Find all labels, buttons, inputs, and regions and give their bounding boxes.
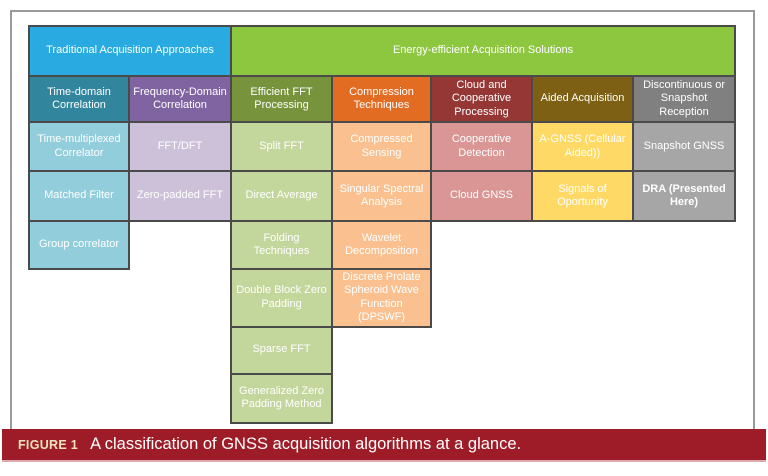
column-header-row: Time-domain Correlation Frequency-Domain… bbox=[28, 75, 737, 123]
empty-cell bbox=[532, 221, 633, 269]
cell-sparse-fft: Sparse FFT bbox=[230, 325, 333, 375]
cell-cloud-gnss: Cloud GNSS bbox=[430, 170, 533, 222]
empty-cell bbox=[431, 221, 532, 269]
figure-caption-banner: FIGURE 1 A classification of GNSS acquis… bbox=[2, 429, 766, 462]
empty-cell bbox=[633, 326, 736, 374]
empty-cell bbox=[532, 326, 633, 374]
empty-cell bbox=[129, 326, 231, 374]
col-header-discontinuous-snapshot-reception: Discontinuous or Snapshot Reception bbox=[631, 75, 737, 123]
cell-signals-of-oportunity: Signals of Oportunity bbox=[531, 170, 634, 222]
cell-folding-techniques: Folding Techniques bbox=[230, 220, 333, 270]
classification-table: Traditional Acquisition Approaches Energ… bbox=[28, 25, 737, 424]
table-row: Matched Filter Zero-padded FFT Direct Av… bbox=[28, 170, 737, 222]
cell-snapshot-gnss: Snapshot GNSS bbox=[631, 121, 737, 172]
empty-cell bbox=[431, 326, 532, 374]
cell-time-multiplexed-correlator: Time-multiplexed Correlator bbox=[28, 121, 130, 172]
figure-caption-text: A classification of GNSS acquisition alg… bbox=[90, 435, 522, 453]
cell-cooperative-detection: Cooperative Detection bbox=[430, 121, 533, 172]
table-row: Time-multiplexed Correlator FFT/DFT Spli… bbox=[28, 121, 737, 172]
col-header-cloud-cooperative-processing: Cloud and Cooperative Processing bbox=[430, 75, 533, 123]
cell-wavelet-decomposition: Wavelet Decomposition bbox=[331, 220, 432, 270]
cell-singular-spectral-analysis: Singular Spectral Analysis bbox=[331, 170, 432, 222]
cell-split-fft: Split FFT bbox=[230, 121, 333, 172]
cell-double-block-zero-padding: Double Block Zero Padding bbox=[230, 268, 333, 328]
cell-generalized-zero-padding-method: Generalized Zero Padding Method bbox=[230, 372, 333, 424]
cell-zero-padded-fft: Zero-padded FFT bbox=[128, 170, 232, 222]
cell-dpswf: Discrete Prolate Spheroid Wave Function … bbox=[331, 268, 432, 328]
table-row: Generalized Zero Padding Method bbox=[29, 372, 736, 424]
group-header-energy-efficient: Energy-efficient Acquisition Solutions bbox=[229, 25, 737, 77]
empty-cell bbox=[532, 269, 633, 327]
col-header-frequency-domain-correlation: Frequency-Domain Correlation bbox=[128, 75, 232, 123]
cell-compressed-sensing: Compressed Sensing bbox=[331, 121, 432, 172]
empty-cell bbox=[431, 269, 532, 327]
empty-cell bbox=[29, 373, 129, 423]
table-row: Double Block Zero Padding Discrete Prola… bbox=[29, 268, 736, 328]
empty-cell bbox=[431, 373, 532, 423]
cell-a-gnss-cellular-aided: A-GNSS (Cellular Aided)) bbox=[531, 121, 634, 172]
empty-cell bbox=[129, 221, 231, 269]
col-header-aided-acquisition: Aided Acquisition bbox=[531, 75, 634, 123]
table-row: Group correlator Folding Techniques Wave… bbox=[28, 220, 736, 270]
empty-cell bbox=[633, 373, 736, 423]
figure-caption-label: FIGURE 1 bbox=[18, 437, 79, 452]
empty-cell bbox=[129, 373, 231, 423]
empty-cell bbox=[532, 373, 633, 423]
empty-cell bbox=[129, 269, 231, 327]
col-header-compression-techniques: Compression Techniques bbox=[331, 75, 432, 123]
col-header-efficient-fft-processing: Efficient FFT Processing bbox=[230, 75, 333, 123]
cell-dra-presented-here: DRA (Presented Here) bbox=[631, 170, 737, 222]
empty-cell bbox=[29, 326, 129, 374]
cell-fft-dft: FFT/DFT bbox=[128, 121, 232, 172]
empty-cell bbox=[29, 269, 129, 327]
group-header-row: Traditional Acquisition Approaches Energ… bbox=[28, 25, 737, 77]
empty-cell bbox=[332, 373, 431, 423]
empty-cell bbox=[633, 269, 736, 327]
table-row: Sparse FFT bbox=[29, 325, 736, 375]
empty-cell bbox=[633, 221, 736, 269]
cell-matched-filter: Matched Filter bbox=[28, 170, 130, 222]
col-header-time-domain-correlation: Time-domain Correlation bbox=[28, 75, 130, 123]
group-header-traditional: Traditional Acquisition Approaches bbox=[28, 25, 232, 77]
cell-group-correlator: Group correlator bbox=[28, 220, 130, 270]
empty-cell bbox=[332, 326, 431, 374]
cell-direct-average: Direct Average bbox=[230, 170, 333, 222]
